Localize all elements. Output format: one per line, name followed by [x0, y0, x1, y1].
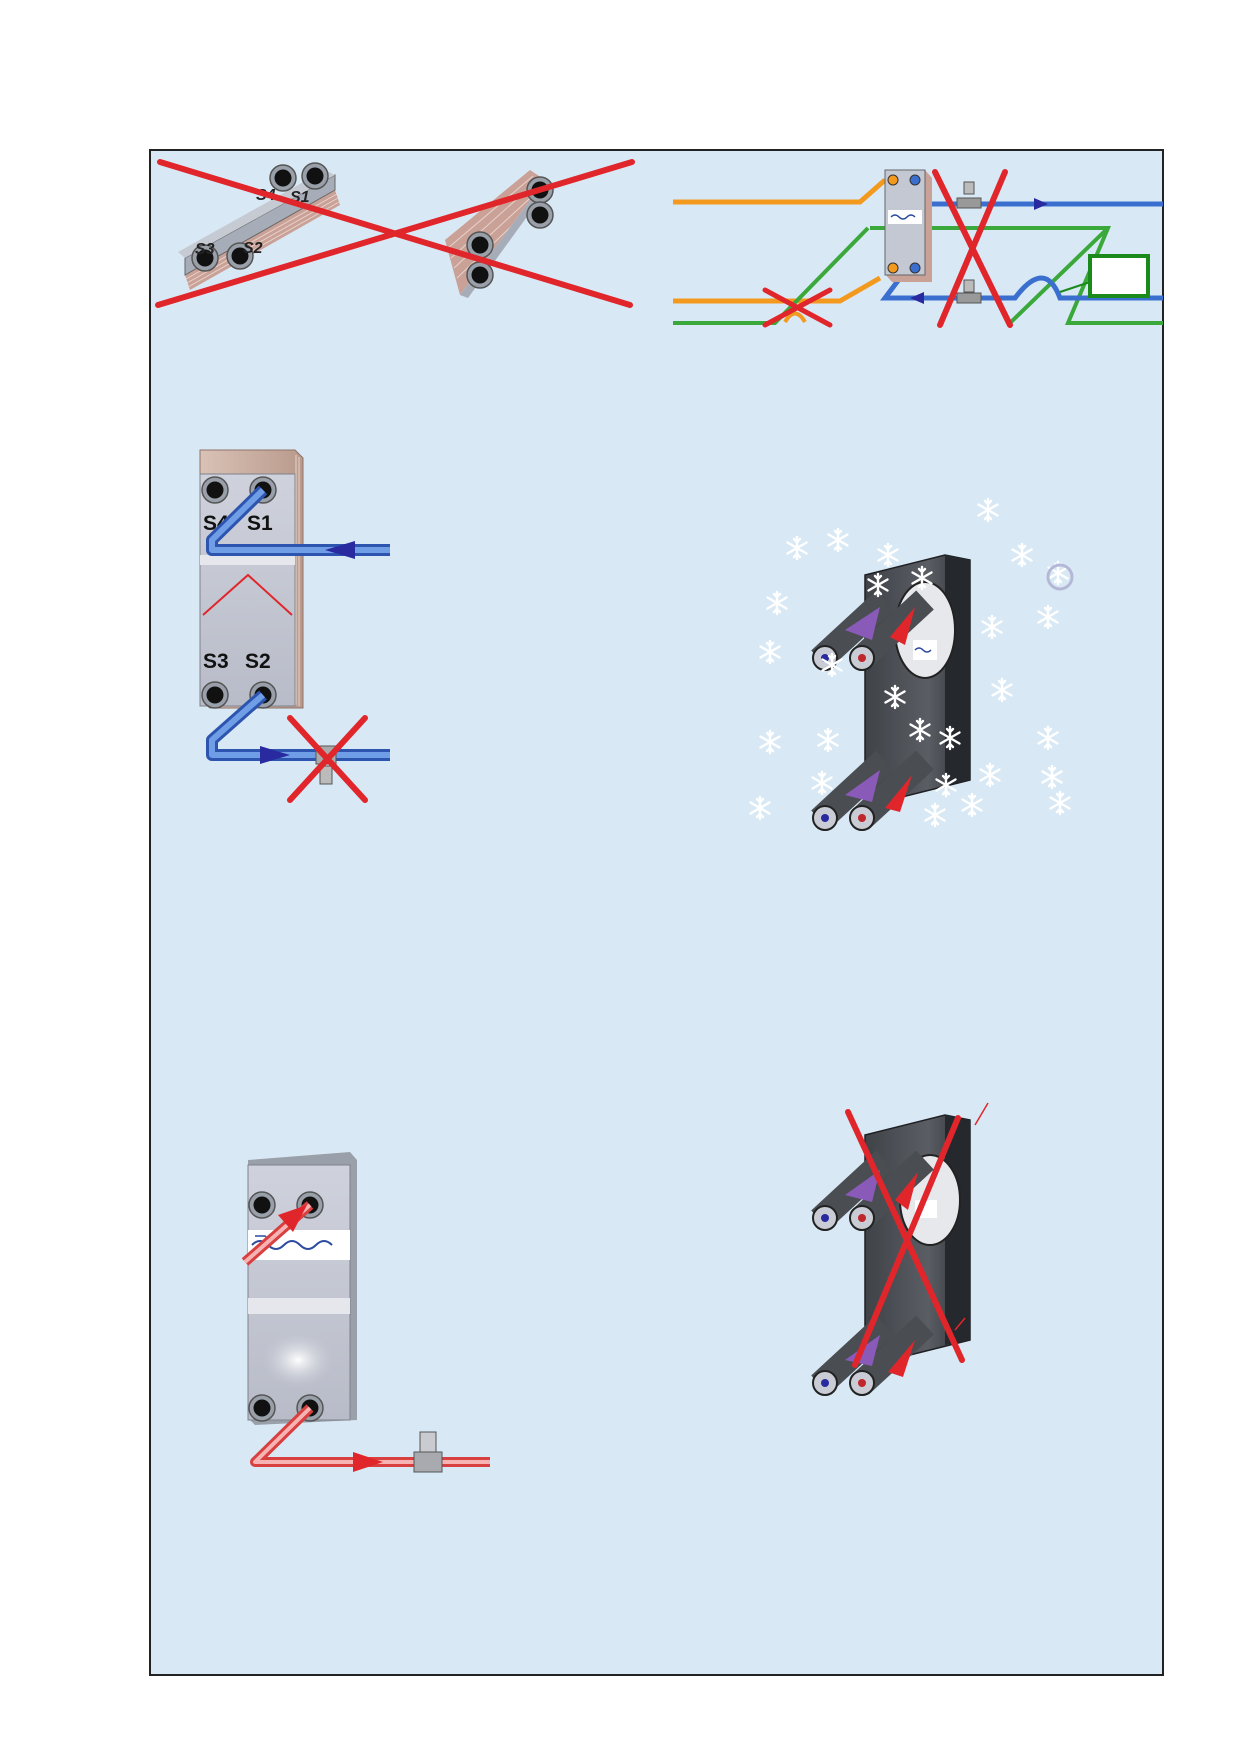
figure-frost-wrong — [811, 1102, 989, 1396]
cross-mark — [287, 715, 368, 803]
figure-port-connections: S4 S1 S3 S2 — [199, 449, 390, 803]
figure-piping-schematic — [673, 169, 1163, 328]
cross-mark — [845, 1109, 965, 1368]
port-label-s2: S2 — [245, 650, 271, 673]
port-label-s3: S3 — [203, 650, 229, 673]
cross-mark — [155, 159, 635, 308]
port-label-s1: S1 — [247, 512, 273, 535]
port-label-s3: S3 — [195, 241, 215, 258]
figure-hot-connection — [241, 1152, 490, 1473]
port-label-s2: S2 — [243, 240, 263, 257]
figure-frost-protection — [749, 497, 1074, 831]
figure-wrong-orientation: S4 S1 S3 S2 — [155, 159, 635, 308]
